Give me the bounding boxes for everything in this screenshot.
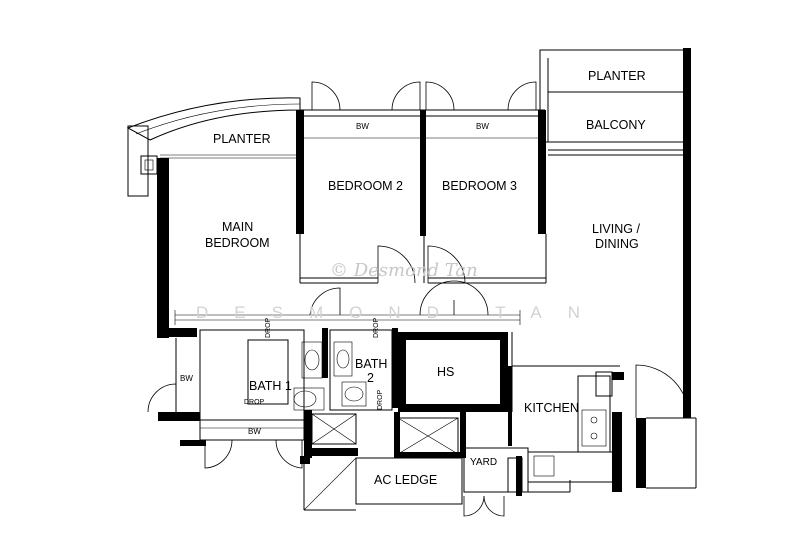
ac-ledge (300, 456, 463, 511)
label-drop-2: DROP (373, 317, 380, 338)
label-bw-bottom: BW (248, 427, 261, 436)
top-doors (311, 81, 537, 111)
label-bw-left: BW (180, 374, 193, 383)
label-hs: HS (437, 365, 454, 379)
label-kitchen: KITCHEN (524, 401, 579, 415)
watermark-spaced: DESMOND TAN (196, 303, 606, 322)
kitchen (463, 364, 690, 517)
label-bedroom-2: BEDROOM 2 (328, 179, 403, 193)
label-living-2: DINING (595, 237, 639, 251)
label-bath-2-a: BATH (355, 357, 387, 371)
label-main-bedroom-1: MAIN (222, 220, 253, 234)
label-bath-1: BATH 1 (249, 379, 292, 393)
label-living-1: LIVING / (592, 222, 640, 236)
household-shelter (394, 332, 513, 458)
label-planter-top: PLANTER (588, 69, 646, 83)
label-bath-2-b: 2 (367, 371, 374, 385)
bedroom-doors (377, 245, 466, 284)
label-drop-4: DROP (377, 389, 384, 410)
label-bw-bed2: BW (356, 122, 369, 131)
label-planter-left: PLANTER (213, 132, 271, 146)
label-ac-ledge: AC LEDGE (374, 473, 437, 487)
label-balcony: BALCONY (586, 118, 646, 132)
corridor-walls (147, 280, 521, 469)
label-main-bedroom-2: BEDROOM (205, 236, 270, 250)
outer-walls (126, 48, 697, 489)
label-bw-bed3: BW (476, 122, 489, 131)
label-bedroom-3: BEDROOM 3 (442, 179, 517, 193)
label-yard: YARD (470, 457, 497, 468)
bedroom-walls (160, 110, 547, 284)
watermark-signature: © Desmond Tan (330, 260, 478, 281)
room-labels: PLANTER BALCONY PLANTER BEDROOM 2 BEDROO… (205, 69, 646, 487)
small-labels: BW BW BW BW DROP DROP DROP DROP (180, 122, 489, 436)
watermark: © Desmond Tan DESMOND TAN (196, 260, 606, 322)
label-drop-1: DROP (265, 317, 272, 338)
label-drop-3: DROP (244, 399, 265, 406)
